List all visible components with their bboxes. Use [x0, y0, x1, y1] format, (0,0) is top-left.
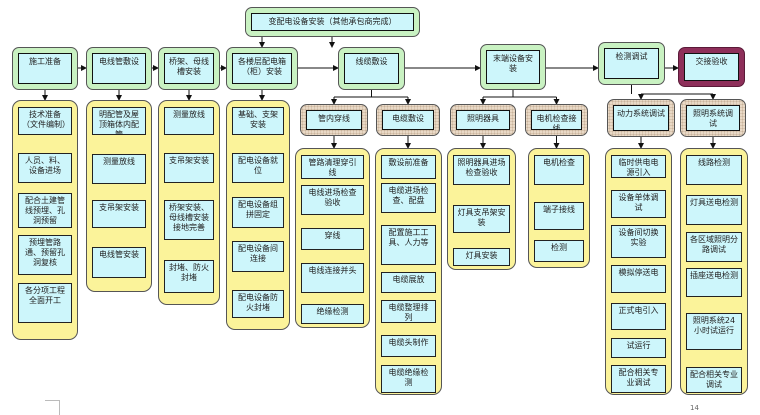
process-step: 正式电引入	[611, 303, 666, 330]
process-step: 桥架安装、母线槽安装接地完善	[164, 200, 214, 240]
process-step: 配电设备组拼固定	[232, 197, 284, 228]
stage-7: 交接验收	[678, 47, 745, 87]
process-step: 端子接线	[534, 202, 584, 230]
stage-5: 末端设备安装	[480, 44, 546, 90]
process-step: 敷设前准备	[381, 155, 436, 179]
process-step: 模拟停送电	[611, 265, 666, 293]
top-process-label: 变配电设备安装（其他承包商完成）	[251, 13, 414, 31]
stage-1-label: 电线管敷设	[92, 53, 146, 84]
process-step: 配电设备就位	[232, 153, 284, 183]
process-step: 技术准备（文件编制）	[18, 107, 72, 135]
substage-1-label: 电缆敷设	[382, 110, 434, 130]
process-step: 电缆绝缘检测	[381, 365, 436, 393]
process-step: 配电设备防火封堵	[232, 290, 284, 318]
stage-6-label: 检测调试	[604, 48, 659, 79]
substage-3-label: 电机检查接线	[531, 110, 582, 130]
process-step: 电线管安装	[92, 247, 146, 278]
process-step: 支吊架安装	[164, 153, 214, 183]
substage-5: 照明系统调试	[680, 99, 746, 137]
top-process: 变配电设备安装（其他承包商完成）	[245, 7, 420, 37]
process-step: 各分项工程全面开工	[18, 283, 72, 323]
process-step: 电线进场检查验收	[301, 185, 364, 215]
substage-4: 动力系统调试	[607, 99, 675, 137]
substage-0: 管内穿线	[300, 104, 368, 136]
process-step: 设备单体调试	[611, 190, 666, 218]
substage-2-label: 照明器具	[456, 110, 510, 130]
process-step: 照明系统24小时试运行	[686, 313, 742, 350]
process-step: 照明器具进场检查验收	[453, 155, 510, 185]
process-step: 电缆展放	[381, 272, 436, 293]
process-step: 支吊架安装	[92, 200, 146, 228]
process-step: 基础、支架安装	[232, 107, 284, 135]
process-step: 配合相关专业调试	[611, 365, 666, 393]
stage-2: 桥架、母线槽安装	[158, 47, 220, 90]
process-step: 试运行	[611, 338, 666, 358]
process-step: 电线连接并头	[301, 263, 364, 293]
process-step: 电缆头制作	[381, 335, 436, 357]
process-step: 人员、料、设备进场	[18, 153, 72, 183]
substage-5-label: 照明系统调试	[686, 105, 740, 131]
stage-0: 施工准备	[12, 47, 78, 90]
substage-1: 电缆敷设	[376, 104, 440, 136]
process-step: 电缆整理排列	[381, 300, 436, 323]
process-step: 电缆进场检查、配盘	[381, 183, 436, 213]
stage-3-label: 各楼层配电箱（柜）安装	[232, 53, 292, 84]
stage-2-label: 桥架、母线槽安装	[164, 53, 214, 84]
substage-3: 电机检查接线	[525, 104, 588, 136]
process-step: 设备间切换实验	[611, 225, 666, 258]
process-step: 各区域照明分路调试	[686, 232, 742, 262]
process-step: 绝缘检测	[301, 304, 364, 324]
process-step: 配合土建管线预埋、孔洞预留	[18, 193, 72, 228]
stage-0-label: 施工准备	[18, 53, 72, 84]
process-step: 电机检查	[534, 155, 584, 185]
process-step: 测量放线	[92, 154, 146, 184]
process-step: 封堵、防火封堵	[164, 260, 214, 293]
process-step: 临时供电电源引入	[611, 155, 666, 178]
process-step: 线路检测	[686, 155, 742, 185]
stage-3: 各楼层配电箱（柜）安装	[226, 47, 298, 90]
page-number: 14	[690, 404, 699, 412]
substage-2: 照明器具	[450, 104, 516, 136]
process-step: 配合相关专业调试	[686, 367, 742, 393]
process-step: 灯具送电检测	[686, 195, 742, 225]
process-step: 配置施工工具、人力等	[381, 225, 436, 265]
stage-1: 电线管敷设	[86, 47, 152, 90]
process-step: 插座送电检测	[686, 268, 742, 297]
process-step: 管路清理穿引线	[301, 155, 364, 179]
stage-5-label: 末端设备安装	[486, 50, 540, 84]
stage-6: 检测调试	[598, 42, 665, 85]
process-step: 配电设备间连接	[232, 241, 284, 272]
process-step: 预埋管路通、预留孔洞复核	[18, 235, 72, 275]
page-corner-mark	[45, 400, 60, 415]
stage-4-label: 线缆敷设	[344, 53, 399, 84]
substage-0-label: 管内穿线	[306, 110, 362, 130]
process-step: 检测	[534, 240, 584, 262]
process-step: 灯具安装	[453, 248, 510, 266]
process-step: 灯具支吊架安装	[453, 205, 510, 233]
stage-7-label: 交接验收	[684, 53, 739, 81]
substage-4-label: 动力系统调试	[613, 105, 669, 131]
stage-4: 线缆敷设	[338, 47, 405, 90]
process-step: 穿线	[301, 228, 364, 250]
process-step: 测量放线	[164, 107, 214, 135]
process-step: 明配管及屋顶箱体内配管	[92, 107, 146, 135]
